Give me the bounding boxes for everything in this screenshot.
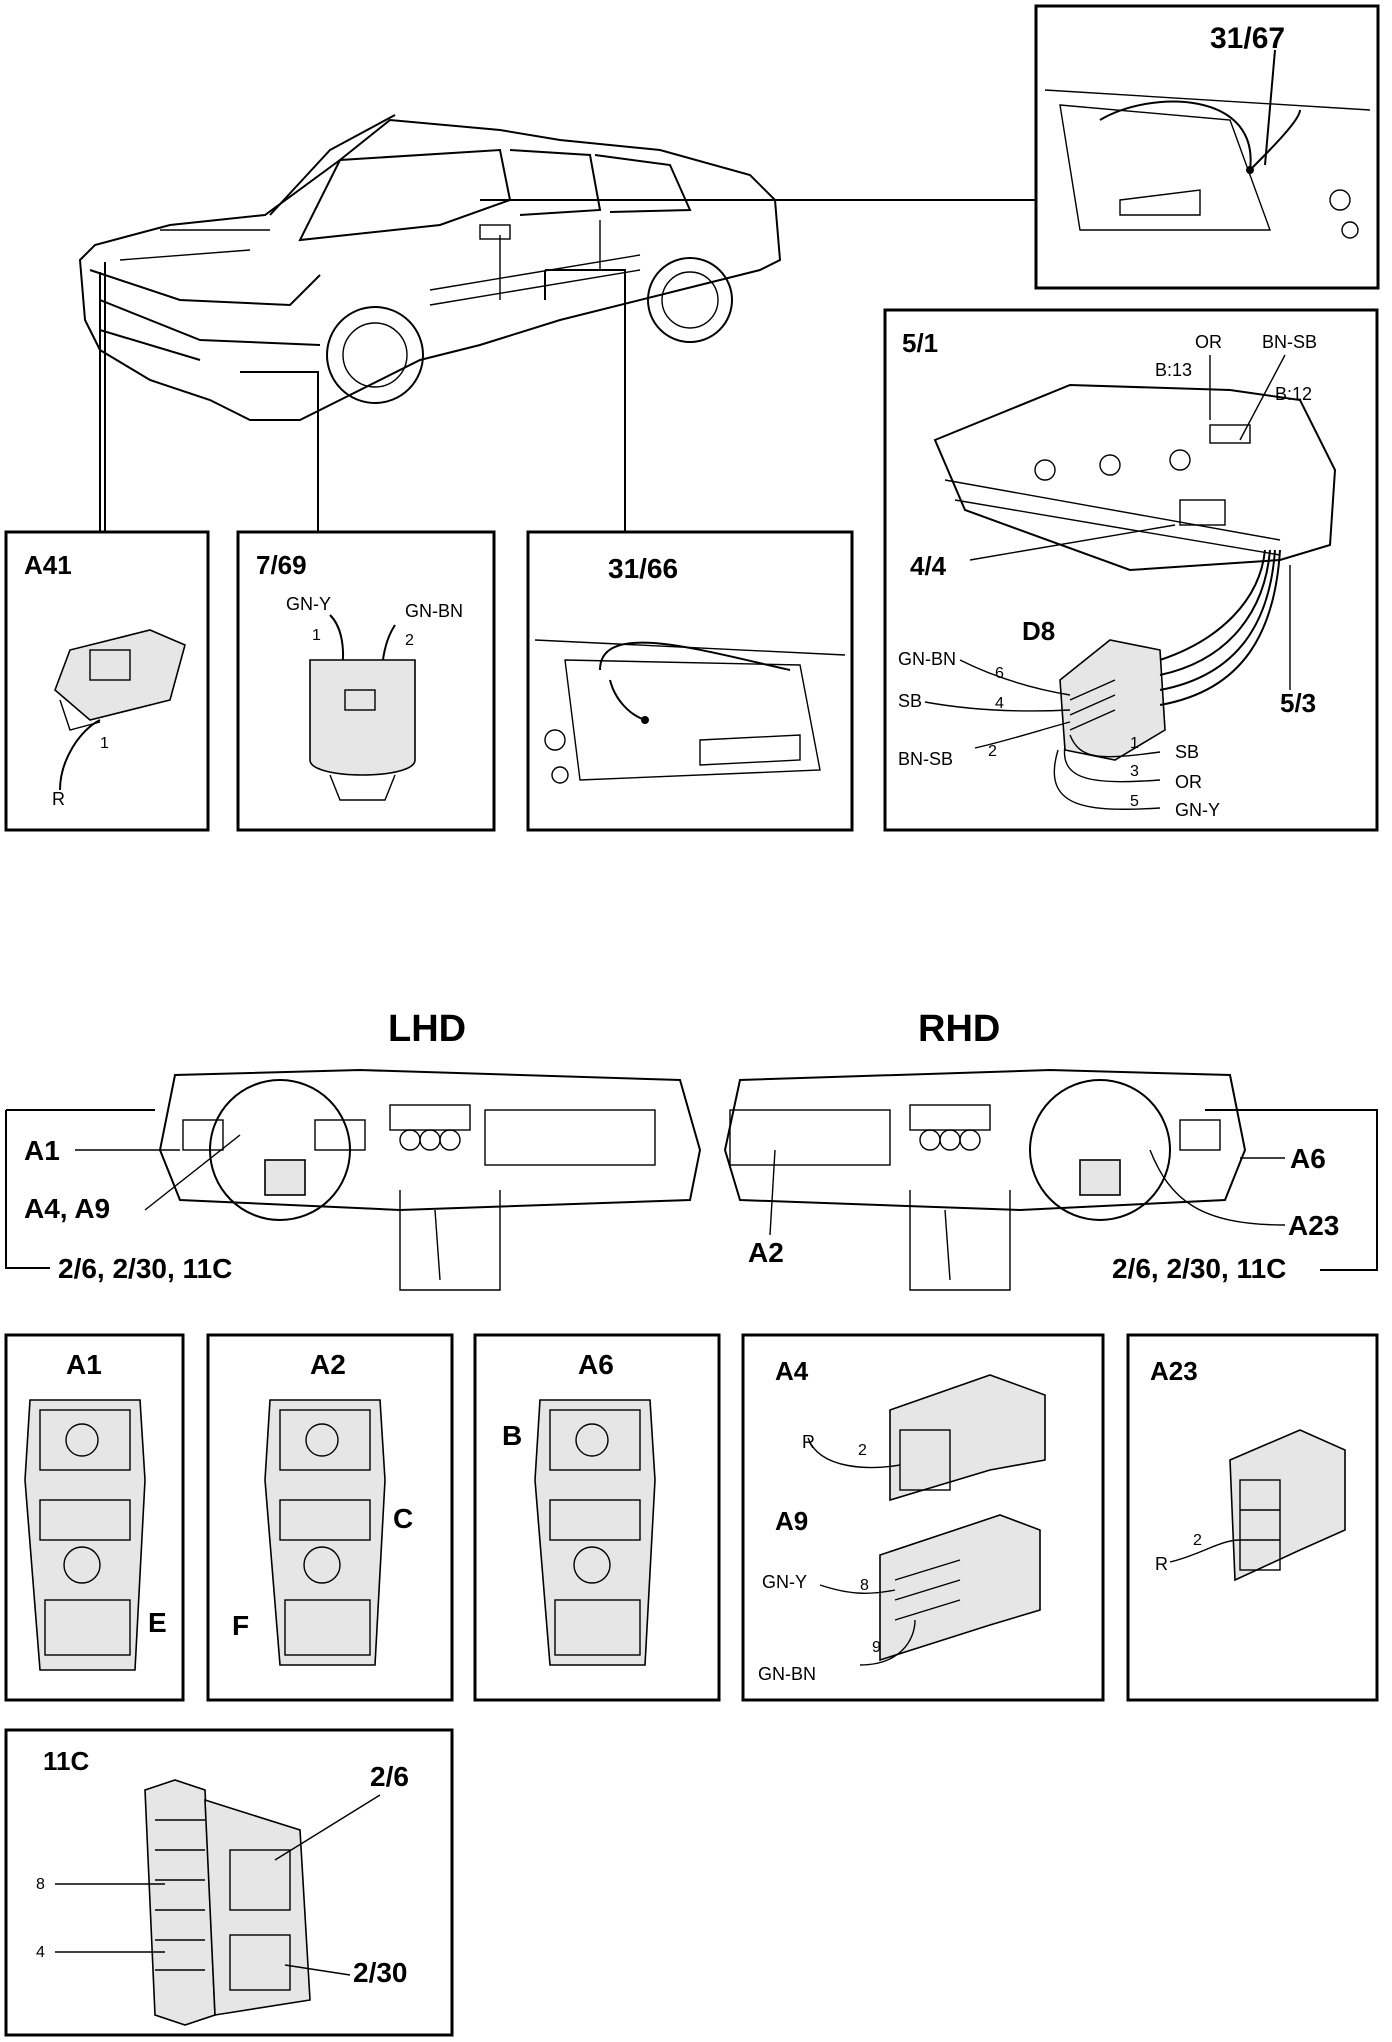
pin-1: 1	[1130, 735, 1139, 752]
c769-wire-gnbn: GN-BN	[405, 601, 463, 621]
p-a6-b: B	[502, 1420, 522, 1451]
label-7-69: 7/69	[256, 550, 307, 580]
p-11c-230: 2/30	[353, 1957, 408, 1988]
p-a4: A4	[775, 1356, 809, 1386]
a41-pin-1: 1	[100, 735, 109, 752]
rhd-a2: A2	[748, 1237, 784, 1268]
panel-a6: A6 B	[473, 1333, 721, 1702]
wire-gny-r: GN-Y	[1175, 800, 1220, 820]
p-a6: A6	[578, 1349, 614, 1380]
box-5-1: 5/1 OR BN-SB B:13 B:12 4/4 D8 5/3 GN-BN …	[883, 308, 1379, 832]
car-leader-lines	[99, 199, 1035, 532]
wire-bnsb: BN-SB	[898, 749, 953, 769]
box-31-67: 31/67	[1034, 4, 1380, 290]
label-b12: B:12	[1275, 384, 1312, 404]
label-5-3: 5/3	[1280, 688, 1316, 718]
wire-sb-r: SB	[1175, 742, 1199, 762]
panel-a2: A2 C F	[206, 1333, 454, 1702]
panel-11c: 11C 2/6 2/30 8 4	[4, 1728, 454, 2037]
panel-a4-a9: A4 R 2 A9 GN-Y 8 9 GN-BN	[741, 1333, 1105, 1702]
c769-wire-gny: GN-Y	[286, 594, 331, 614]
c769-pin-1: 1	[312, 627, 321, 644]
p-11c-8: 8	[36, 1876, 45, 1893]
label-b13: B:13	[1155, 360, 1192, 380]
p-a9-gnbn: GN-BN	[758, 1664, 816, 1684]
rhd-dashboard: RHD	[723, 1008, 1247, 1291]
p-a2-f: F	[232, 1610, 249, 1641]
pin-2: 2	[988, 743, 997, 760]
c769-pin-2: 2	[405, 632, 414, 649]
wire-bnsb-top: BN-SB	[1262, 332, 1317, 352]
lhd-a4a9: A4, A9	[24, 1193, 110, 1224]
box-31-66: 31/66	[526, 530, 854, 832]
p-a2: A2	[310, 1349, 346, 1380]
p-a1-e: E	[148, 1607, 167, 1638]
p-a9: A9	[775, 1506, 808, 1536]
lhd-dashboard: LHD	[158, 1008, 702, 1291]
p-a2-c: C	[393, 1503, 413, 1534]
p-a9-9: 9	[872, 1639, 881, 1656]
wire-or-r: OR	[1175, 772, 1202, 792]
label-5-1: 5/1	[902, 328, 938, 358]
label-4-4: 4/4	[910, 551, 947, 581]
p-a1: A1	[66, 1349, 102, 1380]
label-31-66: 31/66	[608, 553, 678, 584]
rhd-a23: A23	[1288, 1210, 1339, 1241]
label-a41: A41	[24, 550, 72, 580]
p-11c-4: 4	[36, 1944, 45, 1961]
pin-3: 3	[1130, 763, 1139, 780]
lhd-a1: A1	[24, 1135, 60, 1166]
wire-or-top: OR	[1195, 332, 1222, 352]
wire-sb: SB	[898, 691, 922, 711]
pin-4: 4	[995, 695, 1004, 712]
p-a4-2: 2	[858, 1442, 867, 1459]
wire-gnbn: GN-BN	[898, 649, 956, 669]
lhd-callouts: A1 A4, A9 2/6, 2/30, 11C	[5, 1109, 241, 1284]
p-11c: 11C	[43, 1746, 89, 1776]
box-7-69: 7/69 GN-Y GN-BN 1 2	[236, 530, 496, 832]
label-lhd: LHD	[388, 1008, 466, 1050]
label-31-67: 31/67	[1210, 22, 1285, 55]
rhd-bottom: 2/6, 2/30, 11C	[1112, 1253, 1286, 1284]
panel-a23: A23 R 2	[1126, 1333, 1379, 1702]
p-11c-26: 2/6	[370, 1761, 409, 1792]
rhd-callouts: A6 A23 A2 2/6, 2/30, 11C	[748, 1109, 1378, 1284]
pin-6: 6	[995, 665, 1004, 682]
p-a9-8: 8	[860, 1577, 869, 1594]
p-a9-gny: GN-Y	[762, 1572, 807, 1592]
label-d8: D8	[1022, 616, 1055, 646]
rhd-a6: A6	[1290, 1143, 1326, 1174]
label-rhd: RHD	[918, 1008, 1000, 1050]
car-illustration	[78, 114, 782, 421]
p-a23: A23	[1150, 1356, 1198, 1386]
a41-wire-r: R	[52, 789, 65, 809]
panel-a1: A1 E	[4, 1333, 185, 1702]
pin-5: 5	[1130, 793, 1139, 810]
p-a4-r: R	[802, 1432, 815, 1452]
box-a41: A41 1 R	[4, 530, 210, 832]
p-a23-r: R	[1155, 1554, 1168, 1574]
lhd-bottom: 2/6, 2/30, 11C	[58, 1253, 232, 1284]
p-a23-2: 2	[1193, 1532, 1202, 1549]
